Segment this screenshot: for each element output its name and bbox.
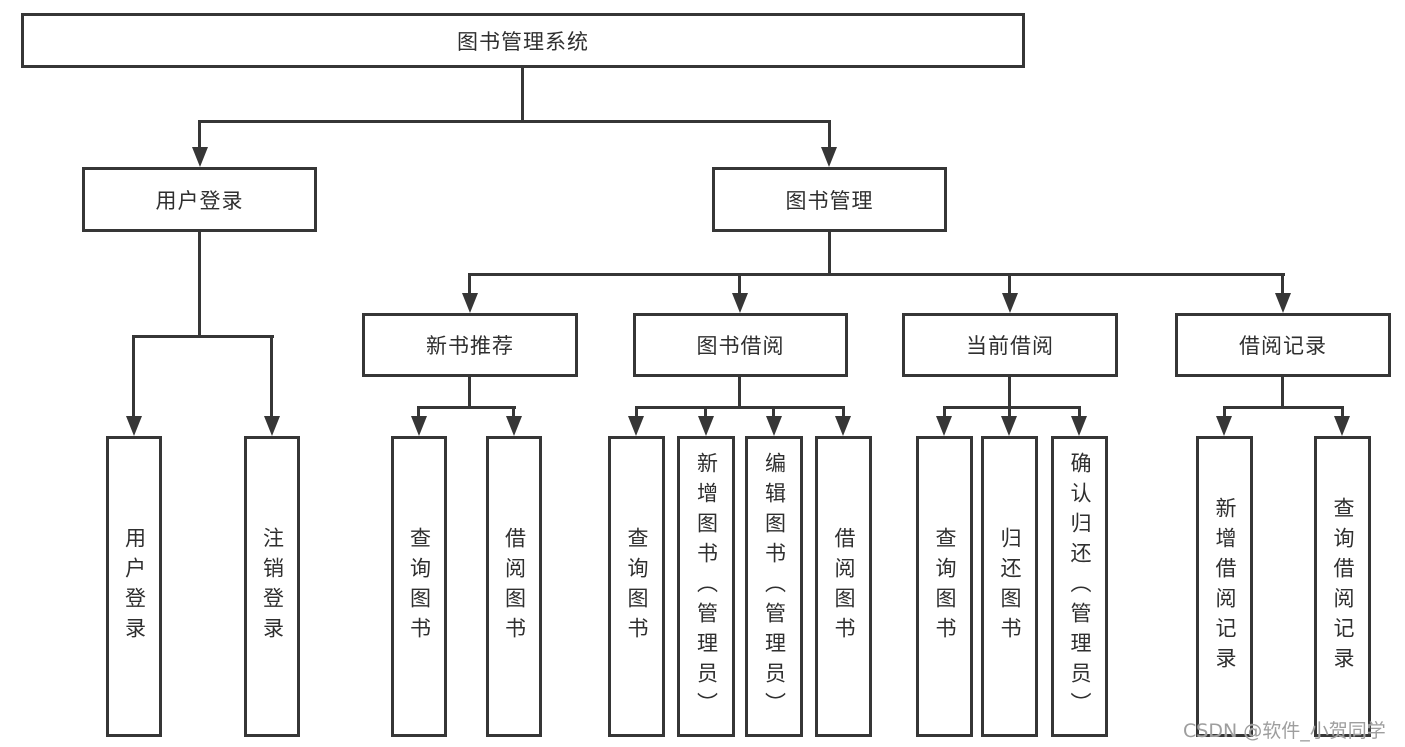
arrowhead-icon xyxy=(126,416,142,436)
node-label: 借阅图书 xyxy=(832,526,856,647)
node-label: 借阅记录 xyxy=(1239,334,1327,358)
node-user-login: 用户登录 xyxy=(82,167,317,232)
node-label: 借阅图书 xyxy=(502,526,527,647)
leaf-borrowing-add-books-admin: 新增图书（管理员） xyxy=(677,436,735,737)
arrowhead-icon xyxy=(462,293,478,313)
connector-drop-leaf xyxy=(635,406,638,419)
connector-user-login-stem xyxy=(198,232,201,338)
connector-drop-leaf xyxy=(1341,406,1344,419)
node-library-management-system: 图书管理系统 xyxy=(21,13,1025,68)
arrowhead-icon xyxy=(411,416,427,436)
connector-drop-user-login xyxy=(198,120,201,150)
node-label: 查询图书 xyxy=(625,526,649,647)
node-borrowing-records: 借阅记录 xyxy=(1175,313,1391,377)
connector-book-management-stem xyxy=(828,232,831,276)
connector-drop-book-borrowing xyxy=(738,273,741,296)
connector-drop-leaf xyxy=(1008,406,1011,419)
arrowhead-icon xyxy=(732,293,748,313)
arrowhead-icon xyxy=(1001,416,1017,436)
leaf-borrowing-edit-books-admin: 编辑图书（管理员） xyxy=(745,436,803,737)
leaf-borrowing-borrow-books: 借阅图书 xyxy=(815,436,872,737)
connector-borrowing-stem xyxy=(738,377,741,409)
arrowhead-icon xyxy=(506,416,522,436)
connector-root-stem xyxy=(521,68,524,123)
node-label: 编辑图书（管理员） xyxy=(762,451,787,722)
connector-drop-current-borrowing xyxy=(1008,273,1011,296)
leaf-recommend-borrow-books: 借阅图书 xyxy=(486,436,542,737)
node-label: 查询图书 xyxy=(933,526,957,647)
node-label: 图书借阅 xyxy=(696,334,785,358)
connector-drop-leaf xyxy=(943,406,946,419)
leaf-recommend-query-books: 查询图书 xyxy=(391,436,447,737)
node-label: 用户登录 xyxy=(155,188,244,213)
connector-drop-leaf xyxy=(772,406,775,419)
connector-drop-leaf xyxy=(512,406,515,419)
node-label: 用户登录 xyxy=(122,526,147,647)
node-new-book-recommend: 新书推荐 xyxy=(362,313,578,377)
connector-book-management-split xyxy=(468,273,1285,276)
leaf-add-borrow-record: 新增借阅记录 xyxy=(1196,436,1253,737)
connector-drop-book-management xyxy=(828,120,831,150)
arrowhead-icon xyxy=(1071,416,1087,436)
leaf-logout: 注销登录 xyxy=(244,436,300,737)
watermark: CSDN @软件_小贺同学 xyxy=(1183,720,1386,742)
node-label: 新增借阅记录 xyxy=(1213,496,1237,677)
connector-root-split xyxy=(199,120,831,123)
arrowhead-icon xyxy=(1002,293,1018,313)
connector-drop-leaf-logout xyxy=(270,335,273,419)
leaf-current-confirm-return-admin: 确认归还（管理员） xyxy=(1051,436,1108,737)
connector-drop-leaf xyxy=(704,406,707,419)
node-label: 图书管理 xyxy=(785,188,874,213)
node-label: 图书管理系统 xyxy=(457,29,589,54)
arrowhead-icon xyxy=(821,147,837,167)
node-book-borrowing: 图书借阅 xyxy=(633,313,848,377)
connector-user-login-split xyxy=(132,335,274,338)
connector-current-stem xyxy=(1008,377,1011,409)
node-current-borrowing: 当前借阅 xyxy=(902,313,1118,377)
connector-records-split xyxy=(1223,406,1344,409)
leaf-current-query-books: 查询图书 xyxy=(916,436,973,737)
node-label: 确认归还（管理员） xyxy=(1068,451,1092,722)
connector-drop-leaf-user-login xyxy=(132,335,135,419)
arrowhead-icon xyxy=(264,416,280,436)
arrowhead-icon xyxy=(698,416,714,436)
node-label: 注销登录 xyxy=(260,526,285,647)
connector-recommend-stem xyxy=(468,377,471,409)
node-label: 查询图书 xyxy=(407,526,432,647)
node-label: 新增图书（管理员） xyxy=(694,451,719,722)
connector-drop-leaf xyxy=(1223,406,1226,419)
connector-recommend-split xyxy=(417,406,516,409)
arrowhead-icon xyxy=(1334,416,1350,436)
arrowhead-icon xyxy=(936,416,952,436)
connector-drop-leaf xyxy=(1078,406,1081,419)
leaf-user-login: 用户登录 xyxy=(106,436,162,737)
connector-borrowing-split xyxy=(635,406,845,409)
leaf-query-borrow-record: 查询借阅记录 xyxy=(1314,436,1371,737)
node-label: 新书推荐 xyxy=(426,334,514,358)
connector-drop-leaf xyxy=(417,406,420,419)
node-label: 当前借阅 xyxy=(966,334,1054,358)
arrowhead-icon xyxy=(628,416,644,436)
arrowhead-icon xyxy=(192,147,208,167)
leaf-current-return-books: 归还图书 xyxy=(981,436,1038,737)
node-label: 归还图书 xyxy=(998,526,1022,647)
node-label: 查询借阅记录 xyxy=(1331,496,1355,677)
node-book-management: 图书管理 xyxy=(712,167,947,232)
connector-records-stem xyxy=(1281,377,1284,409)
arrowhead-icon xyxy=(766,416,782,436)
connector-drop-leaf xyxy=(842,406,845,419)
arrowhead-icon xyxy=(835,416,851,436)
connector-current-split xyxy=(943,406,1081,409)
arrowhead-icon xyxy=(1216,416,1232,436)
arrowhead-icon xyxy=(1275,293,1291,313)
connector-drop-borrowing-records xyxy=(1281,273,1284,296)
leaf-borrowing-query-books: 查询图书 xyxy=(608,436,665,737)
connector-drop-new-book-recommend xyxy=(468,273,471,296)
